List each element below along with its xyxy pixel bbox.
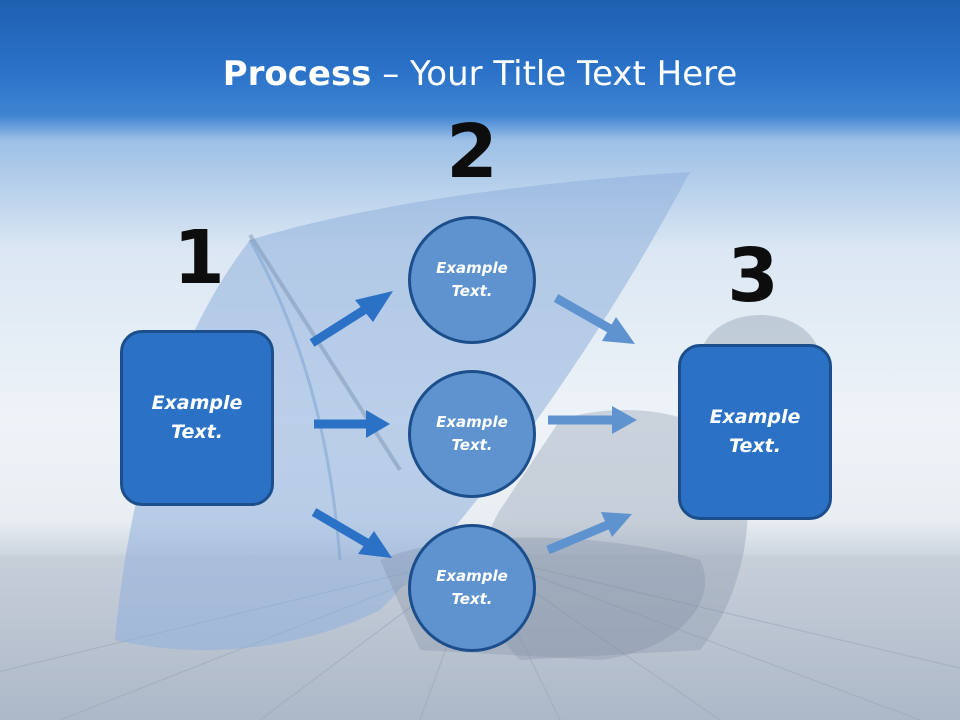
title-rest: – Your Title Text Here	[371, 54, 738, 94]
right-step-box[interactable]: Example Text.	[678, 344, 832, 520]
slide-title[interactable]: Process – Your Title Text Here	[0, 52, 960, 96]
arrow-left-to-middle	[314, 410, 390, 438]
arrow-top-to-right	[553, 294, 635, 344]
arrow-bottom-to-right	[546, 512, 632, 555]
arrow-left-to-top	[309, 291, 393, 347]
arrow-middle-to-right	[548, 406, 637, 434]
right-step-box-label: Example Text.	[709, 406, 801, 457]
circle-top-label: Example Text.	[436, 259, 508, 300]
step-number-2: 2	[446, 109, 498, 195]
step-number-1: 1	[173, 215, 225, 301]
circle-bottom[interactable]: Example Text.	[408, 524, 536, 652]
arrow-left-to-bottom	[311, 508, 392, 558]
circle-bottom-label: Example Text.	[436, 567, 508, 608]
step-number-3: 3	[727, 233, 779, 319]
circle-middle[interactable]: Example Text.	[408, 370, 536, 498]
circle-top[interactable]: Example Text.	[408, 216, 536, 344]
left-step-box-label: Example Text.	[151, 392, 243, 443]
left-step-box[interactable]: Example Text.	[120, 330, 274, 506]
title-bold-word: Process	[222, 54, 372, 94]
title-band	[0, 0, 960, 140]
circle-middle-label: Example Text.	[436, 413, 508, 454]
